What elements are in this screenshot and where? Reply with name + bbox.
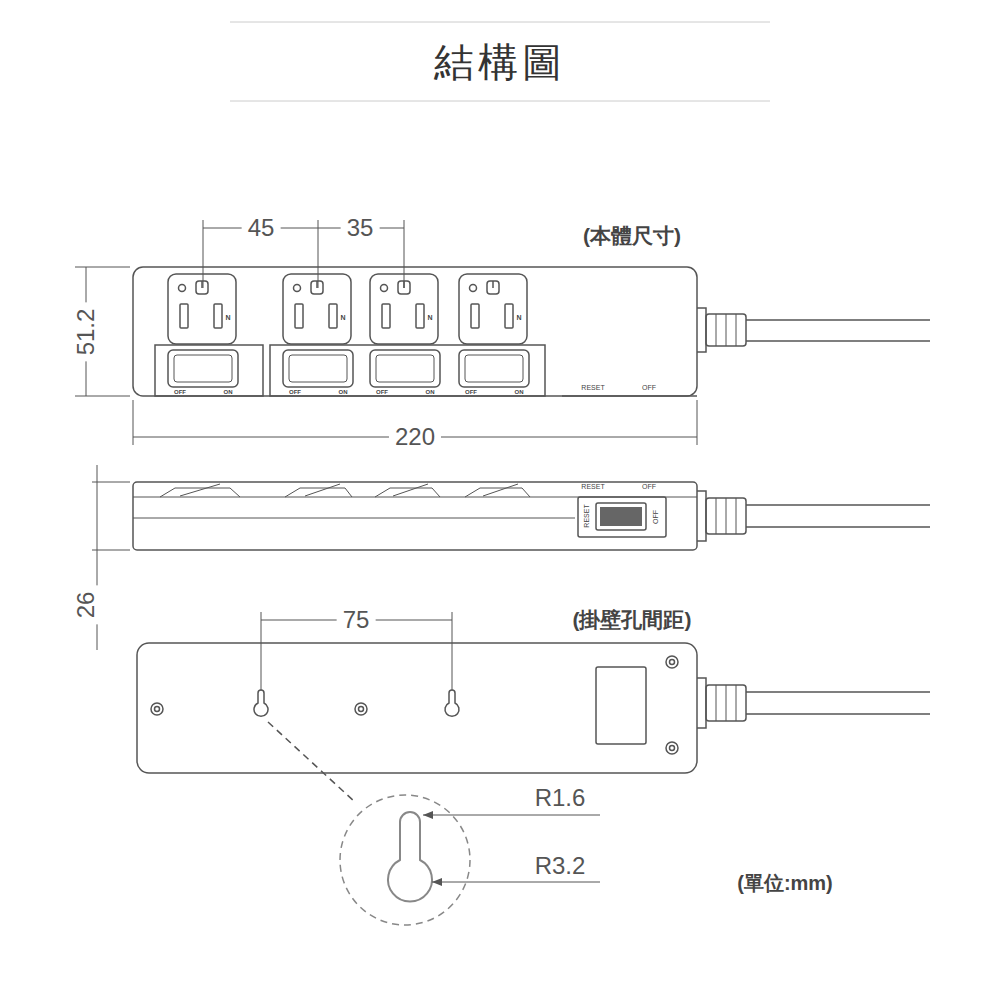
part-marking: OFF [174, 389, 186, 396]
part-marking: ON [224, 389, 233, 396]
dimension-label: (掛壁孔間距) [573, 608, 692, 631]
part-marking: N [427, 314, 432, 322]
part-marking: RESET [583, 504, 591, 527]
part-marking: OFF [465, 389, 477, 396]
dimension-label: 220 [389, 424, 441, 450]
dimension-label: 26 [73, 586, 99, 625]
part-marking: ON [339, 389, 348, 396]
part-marking: OFF [642, 384, 656, 392]
diagram-title: 結構圖 [434, 40, 566, 84]
part-marking: N [340, 314, 345, 322]
dimension-label: 45 [242, 215, 281, 241]
part-marking: OFF [652, 510, 660, 524]
part-marking: RESET [581, 483, 604, 491]
part-marking: N [516, 314, 521, 322]
dimension-label: 51.2 [73, 303, 99, 362]
part-marking: N [225, 314, 230, 322]
part-marking: RESET [581, 384, 604, 392]
part-marking: ON [426, 389, 435, 396]
dimension-label: (本體尺寸) [583, 224, 681, 247]
part-marking: OFF [642, 483, 656, 491]
dimension-label: R1.6 [535, 785, 586, 811]
dimension-label: R3.2 [535, 853, 586, 879]
part-marking: OFF [376, 389, 388, 396]
dimension-label: 75 [337, 607, 376, 633]
part-marking: OFF [289, 389, 301, 396]
part-marking: ON [515, 389, 524, 396]
dimension-label: 35 [341, 215, 380, 241]
dimension-label: (單位:mm) [737, 872, 833, 894]
